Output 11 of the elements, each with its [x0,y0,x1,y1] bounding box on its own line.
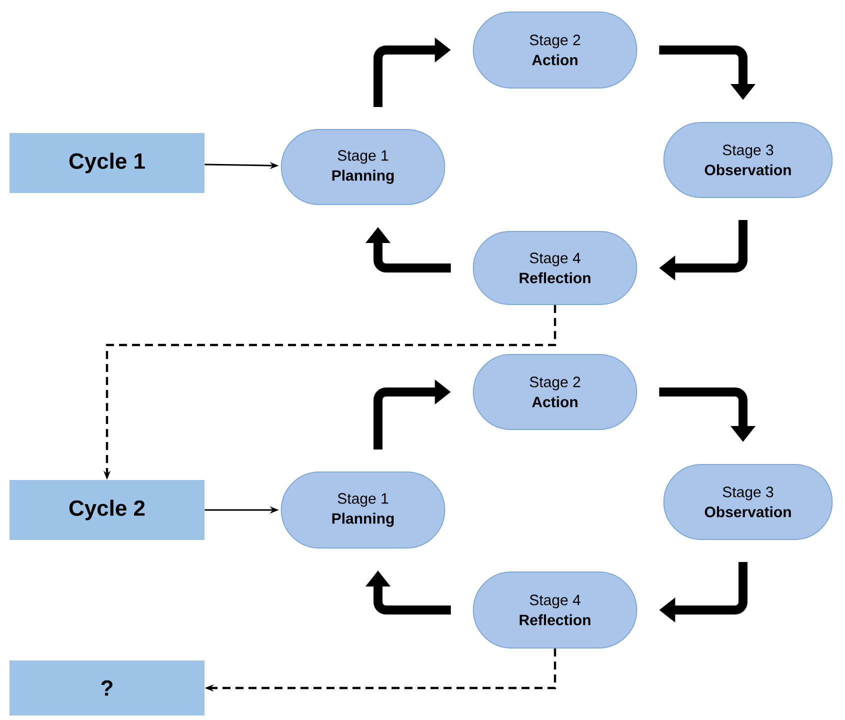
stage-pill: Stage 3 Observation [663,122,833,198]
stage-pill: Stage 2 Action [472,354,638,430]
stage-pill: Stage 1 Planning [280,129,446,205]
cycle-box: Cycle 2 [10,480,204,540]
stage-pill: Stage 3 Observation [663,464,833,540]
stage-pill: Stage 4 Reflection [472,231,638,305]
cycle-box: Cycle 1 [10,133,204,193]
stage-pill: Stage 4 Reflection [472,572,638,648]
stage-pill: Stage 2 Action [472,12,638,88]
stage-pill: Stage 1 Planning [280,472,446,548]
cycle-box: ? [10,660,204,716]
